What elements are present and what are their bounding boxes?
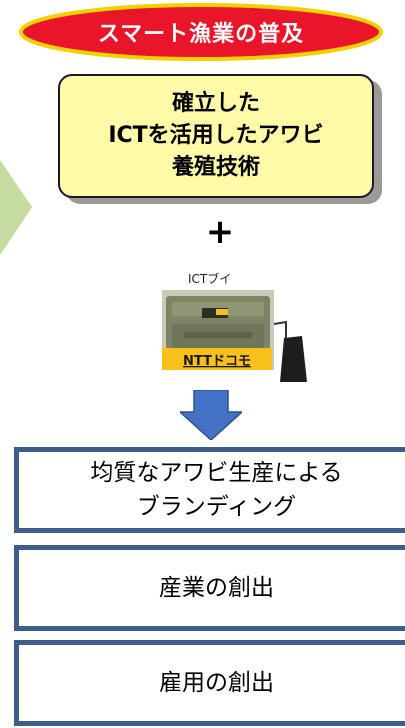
ict-buoy-label: ICTブイ [188,272,232,286]
device-brand-label: NTTドコモ [183,354,251,369]
technology-line-3: 養殖技術 [171,155,260,180]
outcome-branding-box: 均質なアワビ生産による ブランディング [14,447,405,533]
diagram-title: スマート漁業の普及 [97,22,305,47]
outcome-industry-box: 産業の創出 [14,545,405,631]
technology-line-2: ICTを活用したアワビ [108,123,324,148]
outcome-branding-line-1: 均質なアワビ生産による [90,460,343,486]
plus-sign: + [205,212,235,252]
down-arrow-icon [180,390,242,440]
technology-box: 確立した ICTを活用したアワビ 養殖技術 [58,74,374,198]
chevron-arrow-icon [0,160,32,255]
ict-buoy-device-image: NTTドコモ [162,290,307,382]
outcome-employment-box: 雇用の創出 [14,640,405,726]
outcome-industry-label: 産業の創出 [159,575,274,601]
technology-line-1: 確立した [171,91,260,116]
title-ellipse [19,3,383,61]
outcome-branding-line-2: ブランディング [136,494,297,520]
outcome-employment-label: 雇用の創出 [159,670,274,696]
